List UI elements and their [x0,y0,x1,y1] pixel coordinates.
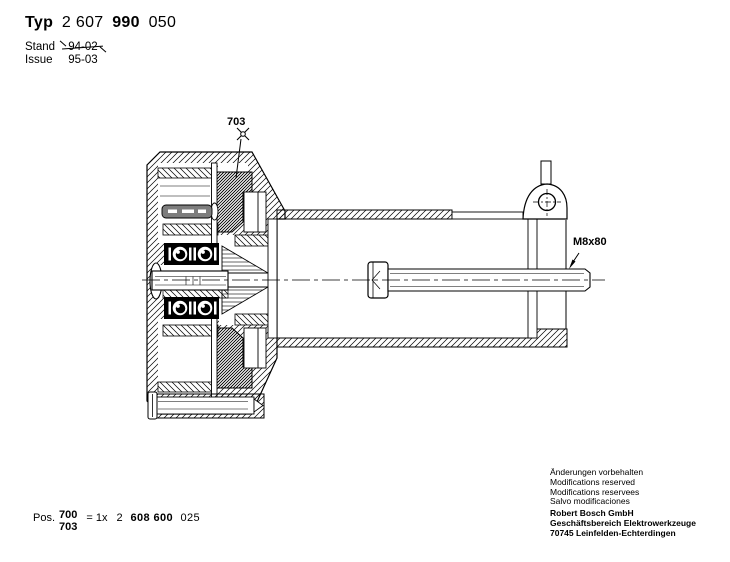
ball-bearing-lower [164,297,219,319]
gear-housing-section [146,151,286,420]
part-number-a: 2 607 [61,14,104,31]
company-line: Geschäftsbereich Elektrowerkzeuge [550,517,696,528]
m8x80-leader [569,252,580,269]
pos-numbers: 700 703 [59,509,78,533]
housing-tube-joint [267,218,278,339]
housing-rib-bottom [157,381,213,393]
cone-upper [221,245,270,274]
cone-lower [221,286,270,315]
spindle-shaft [149,262,229,300]
notice-line: Modifications reserved [550,476,636,487]
drawing-title: Typ 2 607 990 050 [25,14,176,32]
tube-wall-top [276,209,453,220]
company-line: 70745 Leinfelden-Echterdingen [550,527,676,538]
company-block: Robert Bosch GmbH Geschäftsbereich Elekt… [550,508,696,538]
issue-label: Issue [25,54,53,66]
stand-label: Stand [25,41,56,53]
notice-line: Änderungen vorbehalten [550,467,644,477]
retaining-pin [147,391,265,420]
clutch-part-703-lower [215,327,253,389]
order-number-a: 2 [116,512,124,524]
order-number-c: 025 [180,512,201,524]
legal-block: Änderungen vorbehalten Modifications res… [550,467,696,539]
callout-703-leader [235,138,242,179]
spindle-collar-tube [276,160,568,348]
pos-number-bottom: 703 [59,520,78,533]
callout-703-label: 703 [227,116,246,128]
order-number-b: 608 600 [130,512,174,524]
notice-line: Salvo modificaciones [550,496,630,507]
typ-label: Typ [25,14,54,31]
stand-row: Stand 94-02 [25,41,106,53]
ball-bearing-upper [164,243,219,265]
order-part-number: 2 608 600 025 [116,510,204,524]
company-line: Robert Bosch GmbH [550,508,634,519]
tube-cover-strip [451,211,524,220]
tube-wall-bottom [276,328,568,348]
callout-703-marker [235,127,250,179]
position-part-row: Pos. 700 703 = 1x 2 608 600 025 [33,509,204,533]
notice-line: Modifications reservees [550,486,640,497]
clutch-part-703-upper [215,171,253,233]
issue-value: 95-03 [68,54,98,66]
bolt-size-label: M8x80 [573,236,607,248]
part-number-c: 050 [148,14,177,31]
housing-rib-top [157,167,213,179]
stand-value-struck: 94-02 [68,41,106,53]
part-number-b: 990 [112,14,140,31]
lug-tab [540,160,552,185]
pos-number-top: 700 [59,509,78,521]
pos-label: Pos. [33,512,56,524]
quantity-label: = 1x [86,512,108,524]
issue-row: Issue 95-03 [25,54,98,66]
